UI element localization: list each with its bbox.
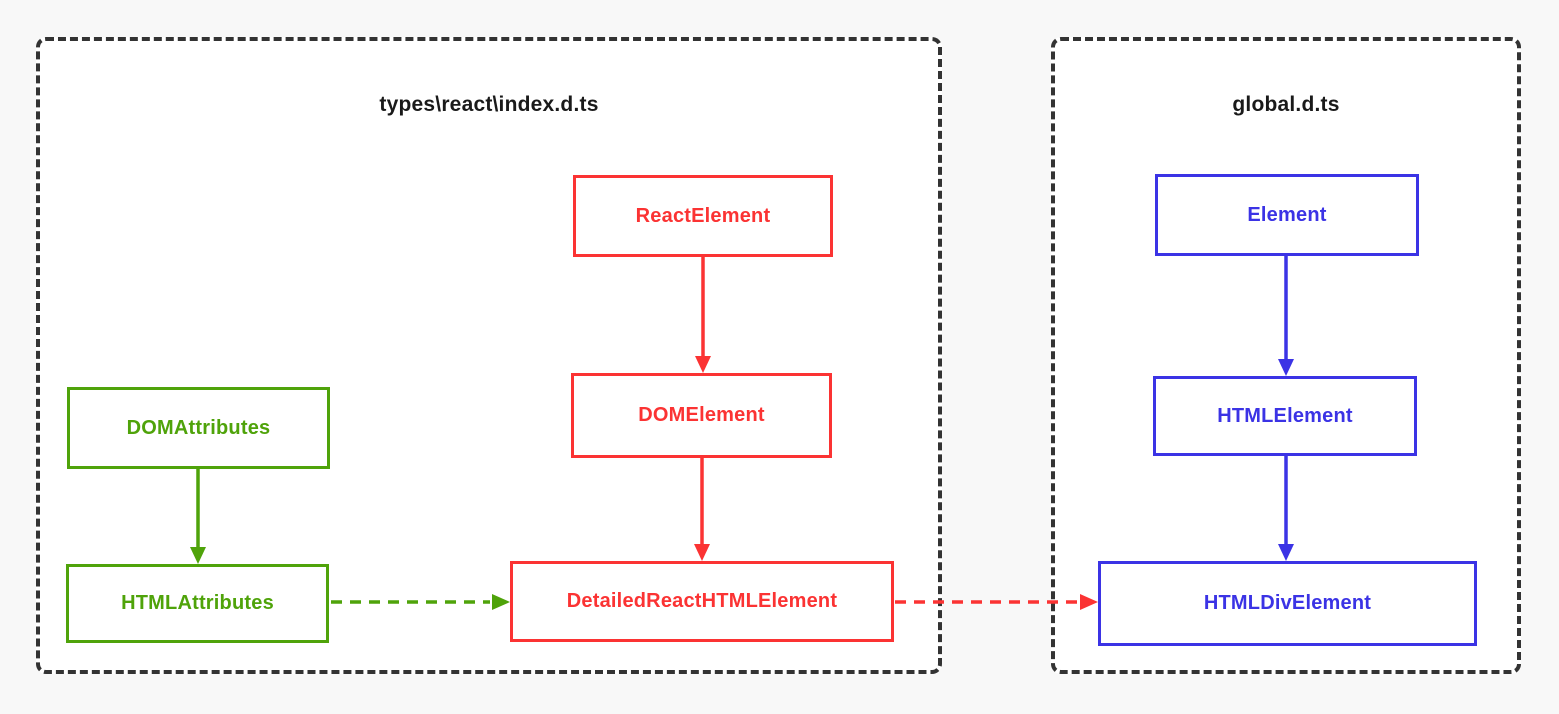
node-domelement: DOMElement (571, 373, 832, 458)
node-reactelement: ReactElement (573, 175, 833, 257)
node-detailedreacthtmlelement: DetailedReactHTMLElement (510, 561, 894, 642)
container-global-types-title: global.d.ts (1232, 93, 1340, 116)
node-domattributes: DOMAttributes (67, 387, 330, 469)
node-element: Element (1155, 174, 1419, 256)
container-react-types-title: types\react\index.d.ts (379, 93, 599, 116)
node-htmlelement: HTMLElement (1153, 376, 1417, 456)
node-htmlattributes: HTMLAttributes (66, 564, 329, 643)
node-htmldivelement: HTMLDivElement (1098, 561, 1477, 646)
